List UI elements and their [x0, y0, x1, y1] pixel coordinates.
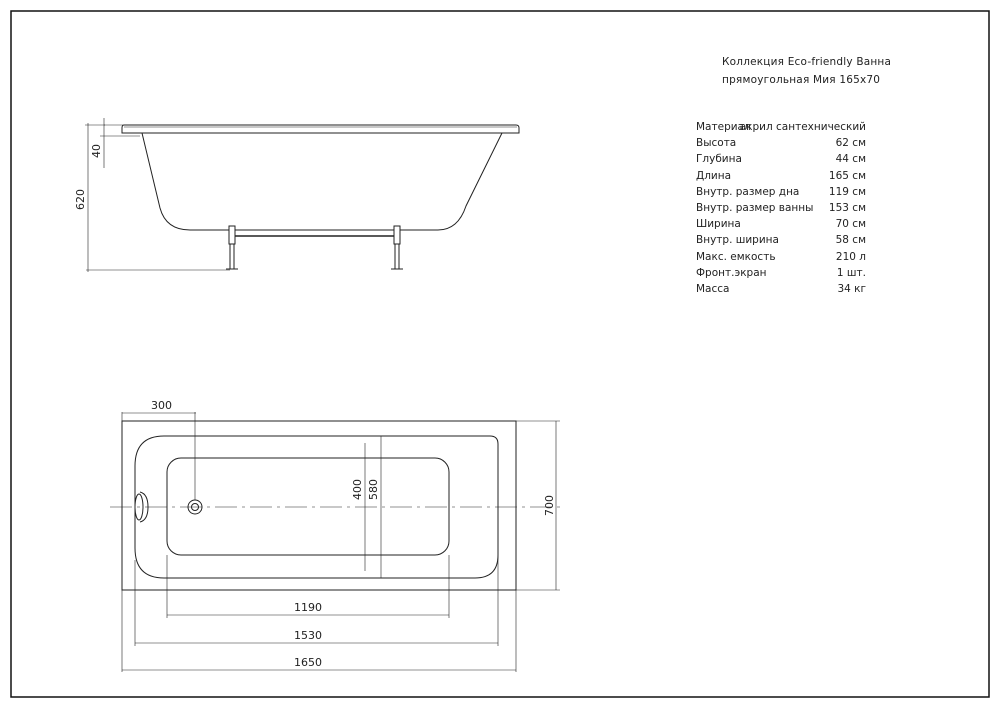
spec-key: Масса [696, 283, 730, 295]
spec-key: Материал [696, 121, 751, 133]
spec-key: Внутр. размер дна [696, 185, 800, 198]
spec-value: 153 см [828, 202, 866, 214]
spec-value: 210 л [835, 250, 866, 263]
top-view-outline [121, 420, 517, 591]
spec-value: 34 кг [837, 283, 866, 295]
spec-row: Высота 62 см [696, 137, 866, 153]
dim-inner-width-label: 580 [367, 479, 380, 500]
spec-key: Внутр. размер ванны [696, 202, 814, 214]
spec-row: Внутр. ширина 58 см [696, 234, 866, 250]
spec-row: Внутр. размер ванны 153 см [696, 202, 866, 218]
spec-row: Фронт.экран 1 шт. [696, 267, 866, 283]
spec-value: 58 см [835, 234, 866, 247]
support-leg-left [228, 225, 236, 245]
support-leg-right-rod [394, 243, 400, 270]
dim-length-label: 1650 [294, 656, 322, 669]
spec-value: 1 шт. [836, 266, 866, 279]
spec-row: Ширина 70 см [696, 218, 866, 234]
title-line-2: прямоугольная Мия 165x70 [722, 74, 881, 86]
drain-inner [191, 503, 199, 511]
dim-bottom-length-label: 1190 [294, 601, 322, 614]
side-view [85, 118, 520, 272]
spec-key: Глубина [696, 153, 742, 166]
dim-width-label: 700 [543, 495, 556, 516]
spec-value: 70 см [835, 218, 866, 231]
spec-key: Макс. емкость [696, 250, 776, 263]
side-view-rim [121, 124, 520, 134]
spec-key: Высота [696, 137, 737, 150]
dim-height-label: 620 [74, 189, 87, 210]
spec-row: Длина 165 см [696, 170, 866, 186]
spec-value: 165 см [828, 169, 866, 182]
sheet-frame [10, 10, 990, 698]
spec-key: Фронт.экран [696, 266, 767, 279]
side-view-basin [141, 132, 503, 231]
spec-key: Внутр. ширина [696, 234, 779, 247]
overflow [139, 491, 149, 523]
support-leg-right [393, 225, 401, 245]
dim-bottom-width-label: 400 [351, 479, 364, 500]
dim-rim-label: 40 [90, 144, 103, 158]
dim-inner-length-label: 1530 [294, 629, 322, 642]
spec-value: 119 см [828, 185, 866, 198]
spec-key: Ширина [696, 218, 741, 231]
overflow-plate [134, 493, 144, 521]
title-line-1: Коллекция Eco-friendly Ванна [722, 56, 892, 68]
spec-value: акрил сантехнический [739, 121, 866, 133]
spec-row: Масса 34 кг [696, 283, 866, 299]
spec-row: Макс. емкость 210 л [696, 251, 866, 267]
spec-row: Глубина 44 см [696, 153, 866, 169]
top-view [110, 412, 560, 672]
dim-drain-offset-label: 300 [151, 399, 172, 412]
top-view-inner-basin [134, 435, 499, 579]
spec-key: Длина [696, 169, 732, 182]
spec-value: 44 см [835, 153, 866, 166]
support-leg-left-rod [229, 243, 235, 270]
spec-row: Внутр. размер дна 119 см [696, 186, 866, 202]
spec-value: 62 см [835, 137, 866, 150]
top-view-bottom [166, 457, 450, 556]
